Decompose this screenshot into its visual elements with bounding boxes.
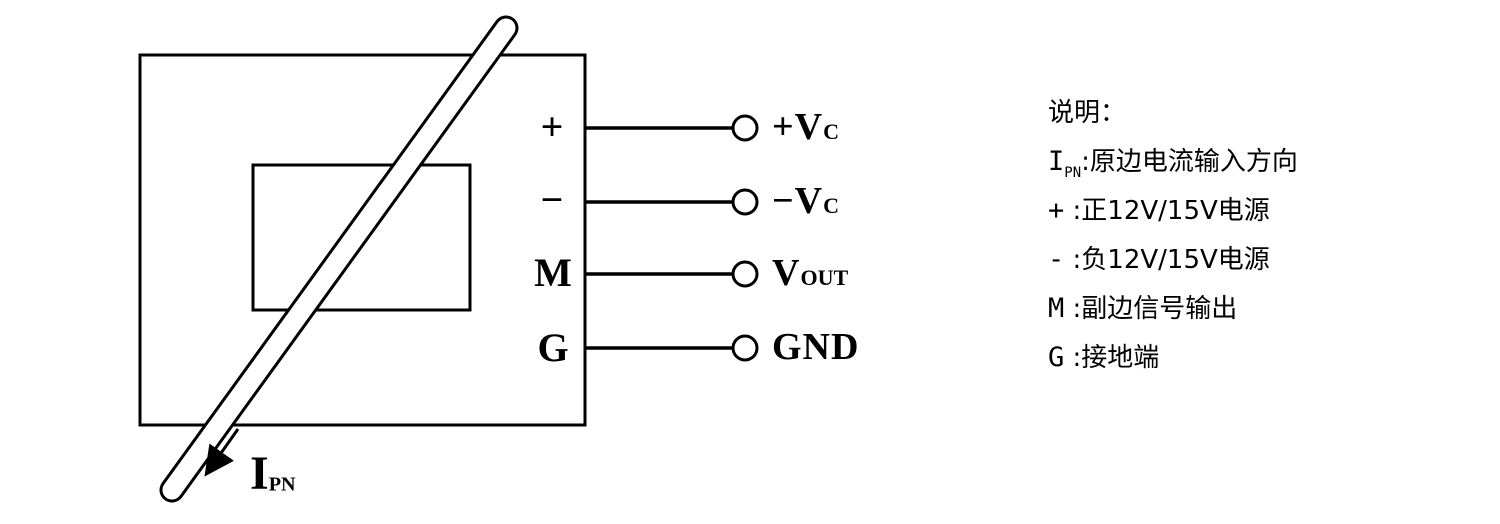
pin-label-plus: + (540, 104, 564, 149)
legend-text: :副边信号输出 (1064, 293, 1238, 324)
legend-title-text: 说明： (1048, 97, 1127, 128)
terminal-sub: OUT (800, 265, 849, 291)
legend-text: :接地端 (1064, 342, 1160, 373)
legend-item-minus: - :负12V/15V电源 (1048, 235, 1298, 284)
terminal-label-vout: VOUT (772, 254, 848, 292)
terminal-circle-vout (731, 260, 759, 288)
pin-label-minus: − (540, 177, 564, 222)
terminal-main: V (772, 252, 801, 295)
current-label-ipn: IPN (250, 450, 296, 498)
terminal-label-plus-vc: +VC (772, 108, 839, 146)
current-label-main: I (250, 447, 269, 500)
legend-text: :正12V/15V电源 (1064, 195, 1270, 226)
terminal-main: GND (772, 326, 860, 369)
terminal-main: +V (772, 106, 824, 149)
terminal-label-gnd: GND (772, 328, 859, 366)
terminal-circle-minus-vc (731, 188, 759, 216)
legend-text: :负12V/15V电源 (1064, 244, 1270, 275)
legend-item-plus: + :正12V/15V电源 (1048, 186, 1298, 235)
terminal-label-minus-vc: −VC (772, 182, 839, 220)
terminal-circle-gnd (731, 334, 759, 362)
terminal-main: −V (772, 180, 824, 223)
legend-pre: G (1048, 342, 1065, 373)
current-label-sub: PN (268, 473, 296, 496)
terminal-circle-plus-vc (731, 114, 759, 142)
pin-label-g: G (537, 325, 569, 370)
terminal-sub: C (823, 193, 840, 219)
terminal-sub: C (823, 119, 840, 145)
legend-pre: - (1048, 244, 1065, 275)
legend-text: :原边电流输入方向 (1081, 146, 1298, 177)
legend-item-m: M :副边信号输出 (1048, 284, 1298, 333)
legend-sub: PN (1064, 165, 1082, 181)
legend-pre: I (1048, 146, 1065, 177)
legend-title: 说明： (1048, 88, 1298, 137)
legend-pre: + (1048, 195, 1065, 226)
current-direction-arrow (204, 428, 240, 477)
legend-pre: M (1048, 293, 1065, 324)
legend-item-g: G :接地端 (1048, 333, 1298, 382)
primary-conductor (162, 18, 516, 500)
pin-label-m: M (534, 250, 572, 295)
